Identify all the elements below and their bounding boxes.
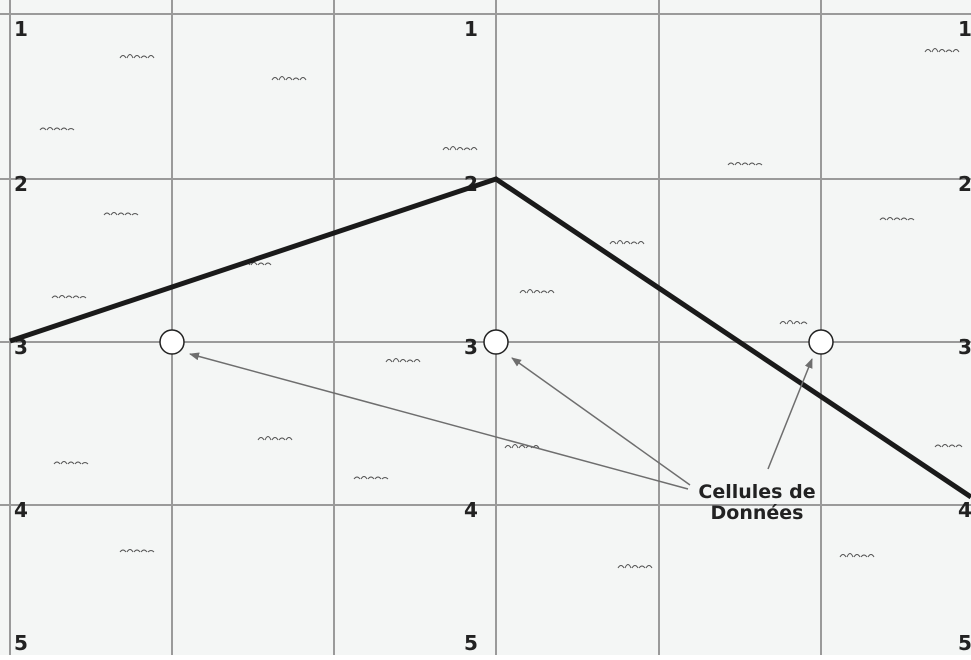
grass-tuft-icon: [385, 358, 421, 363]
grass-tuft-icon: [727, 162, 763, 166]
row-label: 4: [958, 498, 971, 522]
grass-tuft-icon: [103, 212, 139, 216]
callout-arrow: [767, 358, 813, 470]
data-cell-marker: [159, 329, 185, 355]
grass-tuft-icon: [519, 289, 555, 294]
row-label: 1: [958, 17, 971, 41]
row-label: 5: [958, 631, 971, 655]
grass-tuft-icon: [879, 217, 915, 221]
data-cells: [159, 329, 834, 355]
row-label: 1: [14, 17, 28, 41]
contour-line: [9, 176, 971, 500]
callout-text-line1: Cellules de: [698, 481, 815, 503]
row-label: 5: [14, 631, 28, 655]
grass-tuft-icon: [934, 444, 963, 448]
callout-text-line2: Données: [711, 502, 804, 524]
data-cell-marker: [483, 329, 509, 355]
row-label: 2: [14, 172, 28, 196]
row-label: 1: [464, 17, 478, 41]
callout-arrow: [189, 352, 689, 490]
data-cell-marker: [808, 329, 834, 355]
grass-tuft-icon: [119, 549, 155, 553]
row-label: 4: [464, 498, 478, 522]
grass-tuft-icon: [39, 127, 75, 131]
callout-arrows: [189, 352, 813, 490]
grass-tuft-icon: [839, 553, 875, 558]
grass-tuft-icon: [779, 320, 808, 325]
grass-tuft-icon: [53, 461, 89, 465]
terrain-texture: [39, 48, 963, 569]
callout-arrow: [511, 357, 691, 486]
grass-tuft-icon: [119, 54, 155, 59]
row-label: 3: [958, 335, 971, 359]
row-labels-middle: 1 2 3 4 5: [464, 17, 478, 655]
grass-tuft-icon: [257, 436, 293, 441]
grass-tuft-icon: [271, 76, 307, 81]
callout-label: Cellules de Données: [698, 481, 815, 524]
grass-tuft-icon: [442, 146, 478, 151]
row-labels-right: 1 2 3 4 5: [958, 17, 971, 655]
row-label: 2: [958, 172, 971, 196]
grass-tuft-icon: [617, 564, 653, 569]
grass-tuft-icon: [504, 444, 540, 449]
row-label: 4: [14, 498, 28, 522]
row-label: 3: [464, 335, 478, 359]
grass-tuft-icon: [353, 476, 389, 480]
grass-tuft-icon: [609, 240, 645, 245]
row-label: 5: [464, 631, 478, 655]
grass-tuft-icon: [924, 48, 960, 53]
grass-tuft-icon: [51, 295, 87, 299]
